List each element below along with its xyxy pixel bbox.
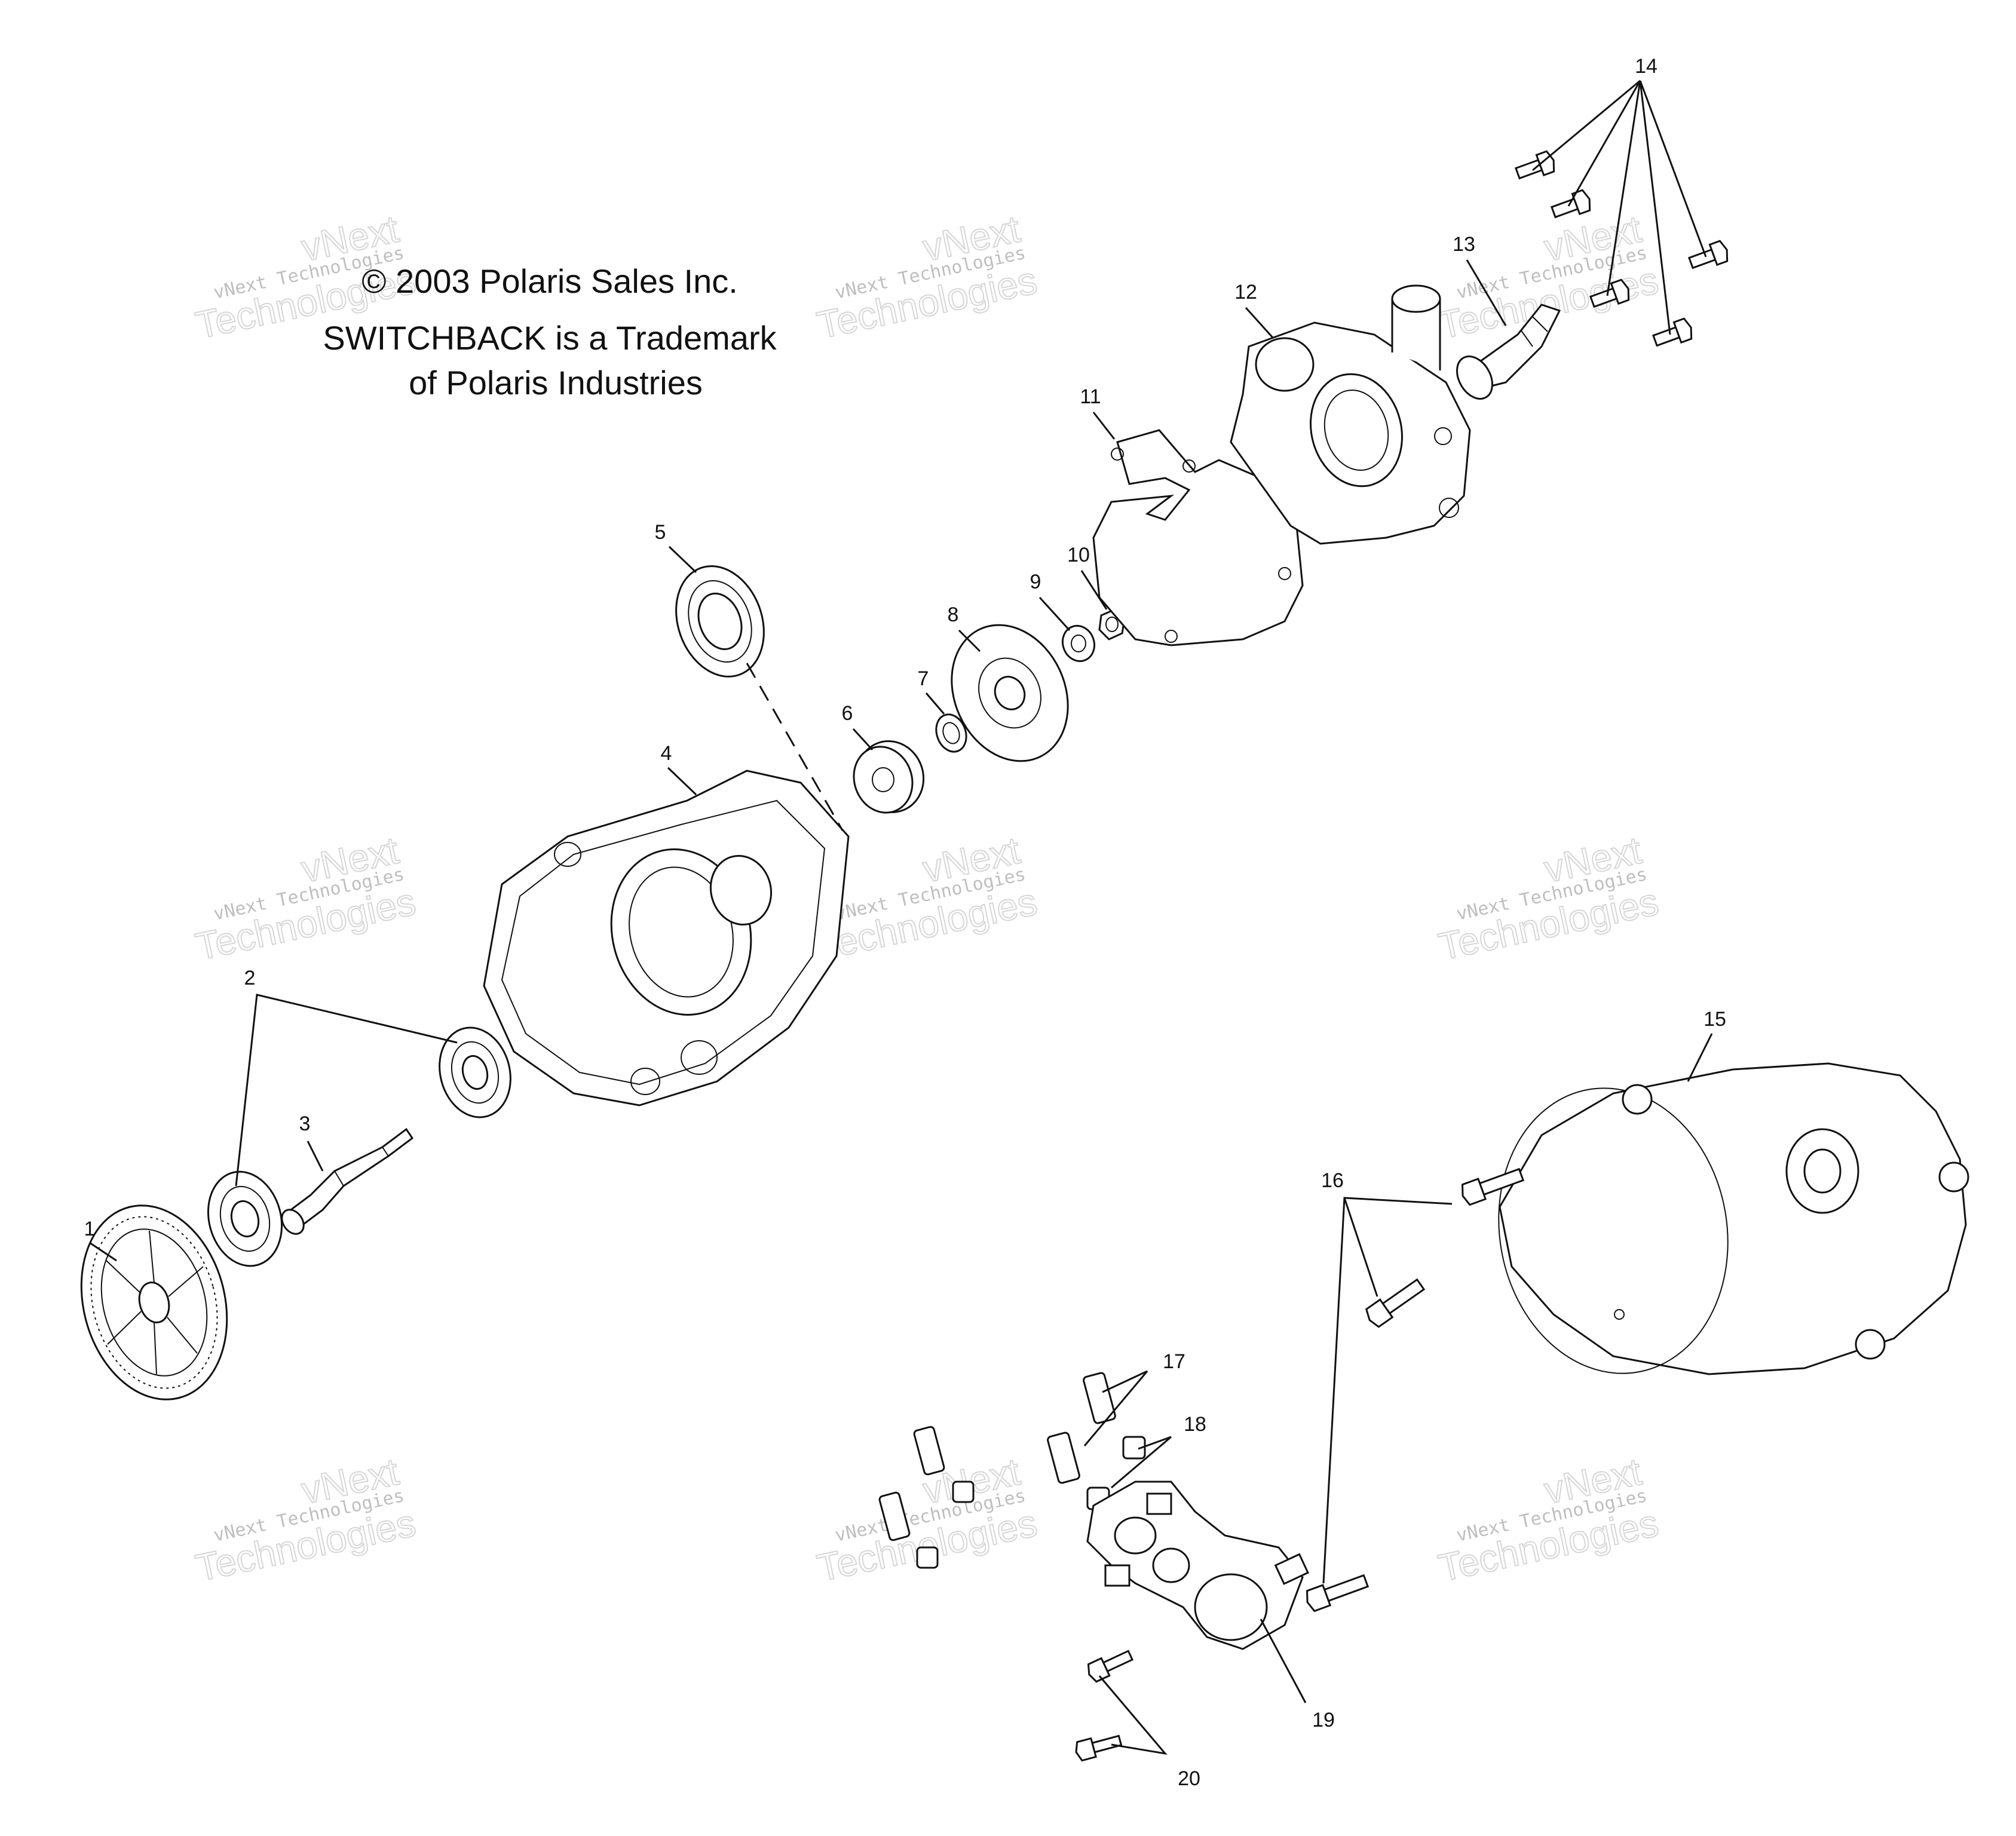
part-16-bolt <box>1462 1167 1525 1206</box>
part-2-bearing-upper <box>439 1026 511 1118</box>
leader-lines <box>89 79 1713 1755</box>
part-7-washer <box>935 713 967 753</box>
callout-5: 5 <box>655 521 666 544</box>
callout-8: 8 <box>948 603 959 626</box>
part-14-bolt <box>1589 278 1630 308</box>
part-14-bolt <box>1652 317 1693 347</box>
part-4-pump-housing <box>483 770 850 1106</box>
part-5-seal <box>675 565 765 678</box>
part-6-spacer <box>853 740 925 814</box>
callout-19: 19 <box>1312 1709 1335 1731</box>
callout-4: 4 <box>661 742 672 765</box>
callout-20: 20 <box>1178 1767 1200 1790</box>
watermark: vNext Technologies Technologies vNext <box>191 1449 419 1590</box>
part-18-sleeve <box>1122 1436 1146 1460</box>
callout-3: 3 <box>299 1112 311 1135</box>
callout-labels: 1 2 3 4 5 6 7 8 9 10 11 12 13 14 15 16 1… <box>84 55 1726 1790</box>
part-18-sleeve <box>916 1546 939 1569</box>
callout-15: 15 <box>1704 1008 1726 1031</box>
part-13-hose-fitting <box>1456 304 1561 400</box>
watermark: vNext Technologies Technologies vNext <box>1434 828 1662 969</box>
part-17-dowel <box>1047 1432 1080 1484</box>
part-3-shaft <box>281 1127 414 1235</box>
watermark: vNext Technologies Technologies vNext <box>191 828 419 969</box>
trademark-line: SWITCHBACK is a Trademark <box>323 319 777 357</box>
callout-14: 14 <box>1635 55 1657 78</box>
part-17-dowel <box>878 1491 911 1541</box>
watermark: vNext Technologies Technologies vNext <box>1434 1449 1662 1590</box>
part-17-dowel <box>913 1426 945 1476</box>
part-1-pulley <box>80 1204 228 1400</box>
part-19-bolt <box>1306 1574 1369 1613</box>
callout-18: 18 <box>1184 1413 1206 1436</box>
callout-17: 17 <box>1163 1350 1185 1373</box>
part-11-gasket <box>1092 429 1304 646</box>
callout-12: 12 <box>1234 281 1257 304</box>
part-9-washer <box>1062 624 1095 663</box>
copyright-block: © 2003 Polaris Sales Inc. SWITCHBACK is … <box>323 262 777 401</box>
part-20-bolt <box>1087 1650 1134 1683</box>
part-20-bolt <box>1075 1734 1123 1762</box>
callout-9: 9 <box>1030 571 1041 593</box>
part-2-bearing-lower <box>207 1170 283 1267</box>
callout-7: 7 <box>918 667 929 690</box>
part-14-bolt <box>1687 240 1729 269</box>
part-17-dowel <box>1083 1372 1116 1424</box>
callout-11: 11 <box>1080 385 1101 408</box>
copyright-line: © 2003 Polaris Sales Inc. <box>361 262 738 300</box>
callout-16: 16 <box>1321 1169 1344 1192</box>
callout-6: 6 <box>842 702 853 725</box>
part-19-pump-assembly <box>1086 1481 1309 1650</box>
callout-10: 10 <box>1067 544 1090 566</box>
callout-1: 1 <box>84 1218 96 1240</box>
part-15-cover <box>1498 1062 1969 1375</box>
part-5-install-line <box>746 663 844 831</box>
part-14-bolt <box>1550 189 1591 219</box>
part-12-pump-cover <box>1230 284 1471 545</box>
part-18-sleeve <box>952 1481 975 1503</box>
callout-13: 13 <box>1453 233 1475 256</box>
part-16-bolt <box>1365 1278 1426 1328</box>
part-8-impeller <box>951 624 1069 762</box>
trademark-owner-line: of Polaris Industries <box>409 364 703 401</box>
callout-2: 2 <box>244 967 256 989</box>
watermark: vNext Technologies Technologies vNext <box>813 207 1041 348</box>
part-14-bolt <box>1514 150 1555 180</box>
